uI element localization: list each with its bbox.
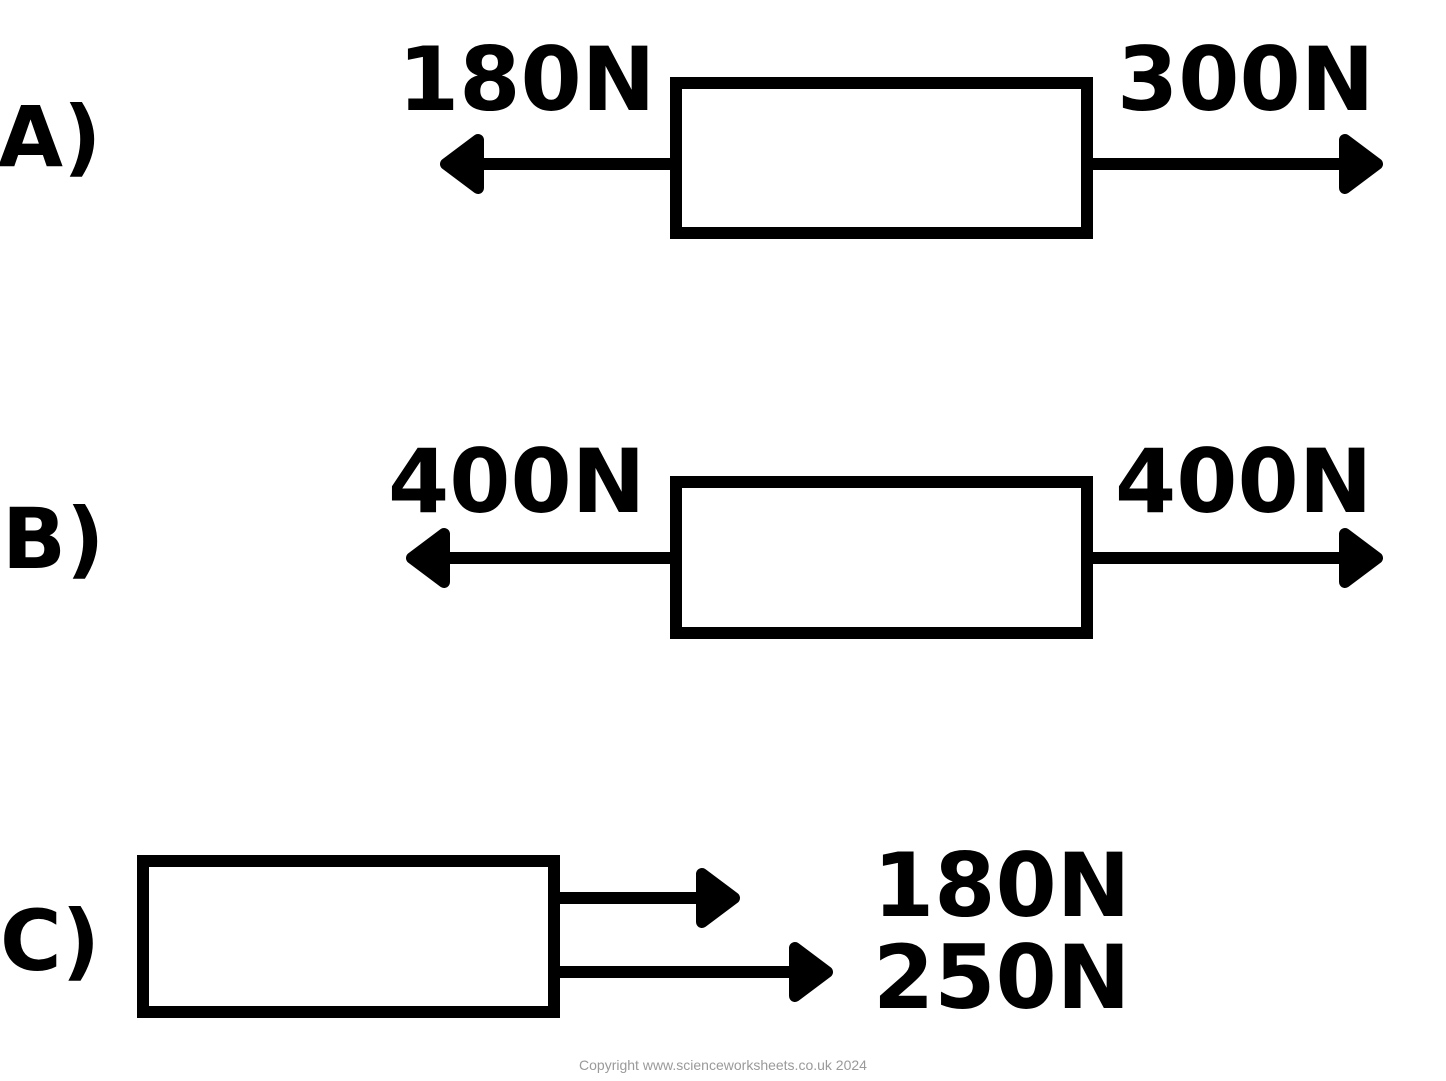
diagram-c-lower-force-label: 250N [873,926,1130,1029]
diagram-a-right-arrow-head [1339,134,1383,194]
diagram-b-left-force-label: 400N [388,430,645,533]
diagram-a-label: A) [0,88,101,186]
diagram-b-box [670,476,1093,639]
diagram-a: A) 180N 300N [0,28,1383,239]
copyright-footer: Copyright www.scienceworksheets.co.uk 20… [579,1057,867,1073]
diagram-b-right-arrow-head [1339,528,1383,588]
diagram-c: C) 180N 250N [0,834,1130,1029]
diagram-c-box [137,855,560,1018]
diagram-a-left-force-label: 180N [398,28,655,131]
diagram-b-label: B) [2,490,104,588]
diagram-c-lower-arrow-head [789,942,833,1002]
diagram-c-label: C) [0,892,100,990]
diagram-a-right-force-label: 300N [1117,28,1374,131]
diagram-a-left-arrow-head [440,134,484,194]
diagram-c-upper-arrow-head [696,868,740,928]
diagram-a-box [670,77,1093,239]
diagram-b-left-arrow-head [406,528,450,588]
diagram-c-upper-force-label: 180N [873,834,1130,937]
diagram-b: B) 400N 400N [2,430,1383,639]
diagram-b-right-force-label: 400N [1115,430,1372,533]
